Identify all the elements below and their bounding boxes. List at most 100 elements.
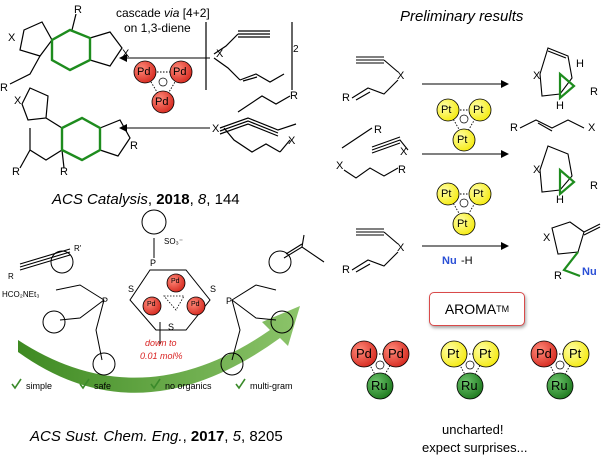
nu-h-suffix: -H — [461, 255, 473, 267]
pd-core-3: Pd — [191, 301, 200, 308]
rxn2-product-r2: R — [590, 180, 598, 192]
rxn1-x: X — [397, 70, 405, 82]
rxn2-r-bottom: R — [398, 164, 406, 176]
atom-label-2: X — [8, 32, 16, 44]
green-ring-1 — [50, 28, 92, 72]
rxn2-product-h: H — [556, 194, 564, 206]
pd3-catalyst-top — [133, 60, 193, 114]
atom-label-12: R — [290, 90, 298, 102]
ligand-p-2: P — [102, 296, 109, 306]
rxn2-x-left: X — [336, 160, 344, 172]
rxn3-product-nu: Nu — [582, 266, 597, 278]
cluster1-atom-2: Pd — [388, 346, 404, 361]
alkyne-reagent — [19, 248, 71, 271]
rxn1-product-x: X — [533, 70, 541, 82]
atom-label-8: R — [12, 166, 20, 178]
feature-simple: simple — [26, 381, 53, 391]
rxn2-x-right: X — [400, 146, 408, 158]
pt3-catalyst-2 — [436, 182, 492, 236]
footer-surprises: expect surprises... — [422, 440, 528, 455]
cluster-pt-pt-ru — [440, 340, 500, 400]
rxn1-product-h2: H — [556, 100, 564, 112]
enyne-start-1 — [205, 22, 293, 90]
pt-atom-5: Pt — [473, 188, 484, 200]
feature-safe: safe — [94, 381, 112, 391]
rxn1-cyclopropane — [558, 71, 576, 101]
rxn3-green-bond — [562, 251, 581, 278]
rxn3-substrate — [351, 228, 399, 273]
loading-note-1: down to — [145, 338, 177, 348]
atom-label-5: X — [216, 48, 224, 60]
cluster1-atom-3: Ru — [371, 378, 388, 393]
pd-core-2: Pd — [147, 301, 156, 308]
product-top-left — [9, 13, 123, 85]
ligand-s-3: S — [168, 322, 175, 332]
reagent-label: HCO₂NEt₃ — [2, 290, 40, 299]
pt-atom-1: Pt — [441, 104, 452, 116]
ligand-s-1: S — [128, 284, 135, 294]
r-label: R — [8, 272, 14, 281]
pd3-complex — [42, 209, 294, 376]
rxn1-product-h: H — [576, 58, 584, 70]
pd-atom-3: Pd — [155, 96, 169, 108]
pd-atom-2: Pd — [173, 66, 187, 78]
rxn2-product-x: X — [533, 164, 541, 176]
cascade-label: cascade via [4+2] — [116, 6, 210, 20]
rxn2-product-r: R — [510, 122, 518, 134]
nu-h-label: NuH — [442, 255, 457, 267]
loading-note-2: 0.01 mol% — [140, 351, 183, 361]
atom-label-4: R — [0, 82, 8, 94]
diene-label: on 1,3-diene — [124, 21, 191, 35]
cluster3-atom-3: Ru — [551, 378, 568, 393]
rxn3-r: R — [342, 264, 350, 276]
ligand-p-3: P — [226, 296, 233, 306]
pd-atom-1: Pd — [137, 66, 151, 78]
pd3-core — [142, 273, 206, 316]
cluster-pd-pd-ru — [350, 340, 410, 400]
cluster1-atom-1: Pd — [356, 346, 372, 361]
rxn3-product-r: R — [554, 270, 562, 282]
cluster3-atom-1: Pd — [536, 346, 552, 361]
citation-acs-catalysis: ACS Catalysis, 2018, 8, 144 — [52, 191, 240, 208]
rxn2-r-top: R — [374, 124, 382, 136]
rxn2-cyclopropane — [558, 167, 576, 197]
stoich-2: 2 — [293, 44, 299, 55]
cluster2-atom-1: Pt — [447, 346, 460, 361]
feature-multigram: multi-gram — [250, 381, 293, 391]
citation-acs-sust: ACS Sust. Chem. Eng., 2017, 5, 8205 — [30, 428, 283, 445]
green-ring-2 — [60, 116, 102, 162]
atom-label-3: X — [122, 48, 130, 60]
rxn2-product-x-top: X — [588, 122, 596, 134]
rxn1-product-r: R — [590, 86, 598, 98]
footer-uncharted: uncharted! — [442, 422, 504, 437]
pt-atom-4: Pt — [441, 188, 452, 200]
atom-label-10: R — [60, 166, 68, 178]
pt-atom-2: Pt — [473, 104, 484, 116]
rxn1-product — [539, 47, 573, 97]
rxn3-product — [551, 221, 601, 255]
rxn3-product-x: X — [543, 232, 551, 244]
cluster2-atom-3: Ru — [461, 378, 478, 393]
atom-label-6: X — [14, 95, 22, 107]
right-title: Preliminary results — [400, 8, 524, 25]
so3-label: SO₃⁻ — [164, 237, 184, 246]
sweep-arrow — [18, 306, 300, 393]
pt-atom-3: Pt — [457, 134, 468, 146]
atom-label-1: R — [74, 4, 82, 16]
atom-label-9: X — [212, 123, 220, 135]
rxn2-substrate — [341, 127, 409, 179]
alkene-product — [283, 234, 325, 263]
rxn3-x: X — [397, 242, 405, 254]
r-prime-label: R' — [74, 244, 82, 253]
atom-label-11: X — [288, 135, 296, 147]
ligand-s-2: S — [210, 284, 217, 294]
atom-label-7: R — [130, 140, 138, 152]
ligand-p-1: P — [150, 258, 157, 268]
pt-atom-6: Pt — [457, 218, 468, 230]
feature-no-organics: no organics — [165, 381, 212, 391]
cluster2-atom-2: Pt — [479, 346, 492, 361]
macrocycle-start — [219, 95, 297, 153]
